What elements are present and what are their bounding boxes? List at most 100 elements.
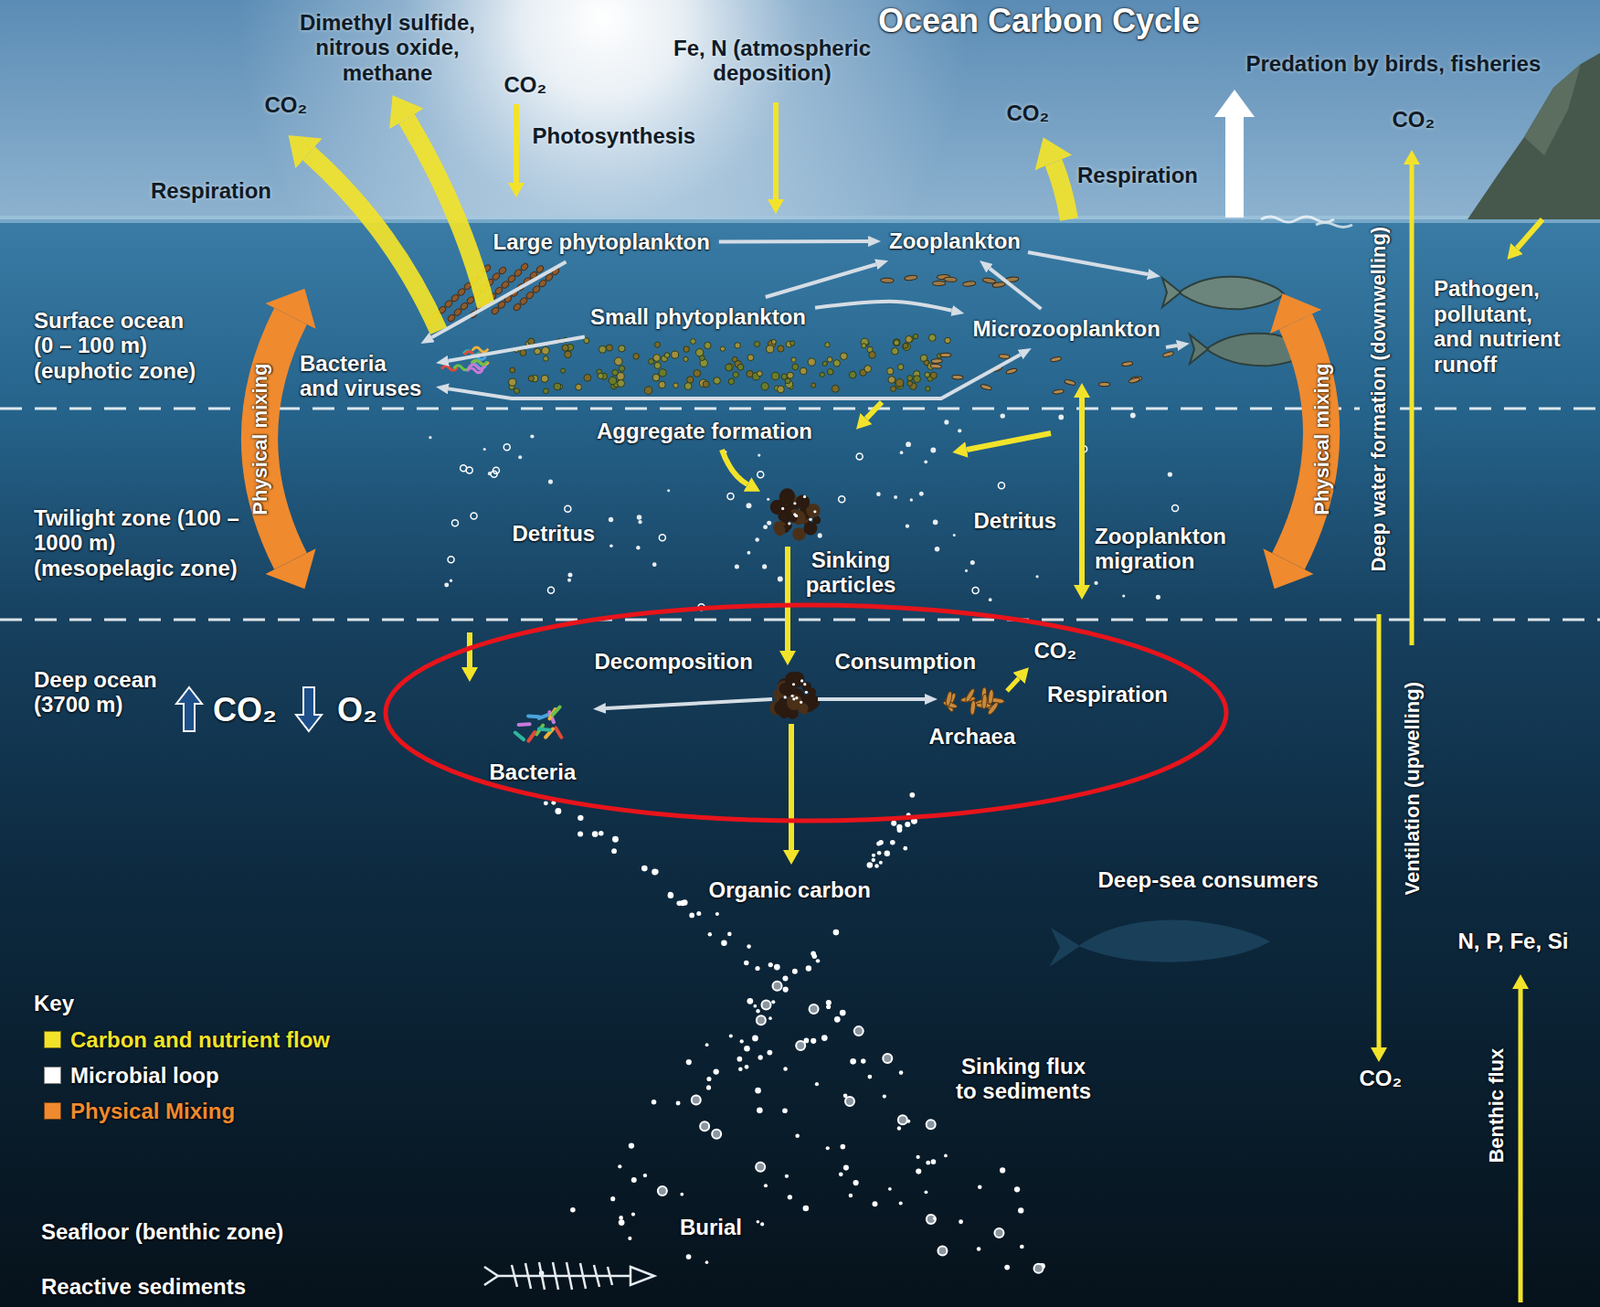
sinking-particle xyxy=(854,1026,864,1036)
organism-label: Zooplankton xyxy=(885,226,1025,256)
sinking-particle xyxy=(878,839,883,845)
decrease-arrow xyxy=(296,687,322,732)
aggregate-particle xyxy=(793,512,796,516)
sinking-particle xyxy=(715,911,720,916)
detritus-particle xyxy=(567,572,573,577)
legend-row: Physical Mixing xyxy=(43,1098,235,1124)
label-text: Burial xyxy=(679,1214,742,1240)
node-text: Bacteria and viruses xyxy=(299,350,428,402)
phytoplankton-cell xyxy=(895,378,904,387)
sinking-particle xyxy=(754,1087,762,1094)
sinking-particle xyxy=(699,1121,710,1131)
sinking-particle xyxy=(826,1145,830,1150)
sinking-particle xyxy=(651,1099,657,1105)
detritus-particle xyxy=(762,524,768,530)
sinking-particle xyxy=(627,1236,632,1240)
flux-label: CO₂ xyxy=(264,92,308,118)
phytoplankton-cell xyxy=(732,371,739,378)
phytoplankton-cell xyxy=(671,350,679,359)
legend-row: Carbon and nutrient flow xyxy=(43,1027,330,1053)
label-text: Deep water formation (downwelling) xyxy=(1366,225,1390,572)
flux-label: CO₂ xyxy=(1006,100,1050,127)
phytoplankton-cell xyxy=(658,369,667,377)
sinking-particle xyxy=(904,821,911,827)
phytoplankton-chain xyxy=(490,306,500,316)
bacteria-cell xyxy=(539,729,551,731)
sinking-particle xyxy=(943,1154,948,1158)
sinking-particle xyxy=(631,1176,637,1183)
phytoplankton-cell xyxy=(819,371,825,377)
phytoplankton-chain xyxy=(456,287,467,297)
sinking-particle xyxy=(810,1038,816,1044)
legend-swatch xyxy=(43,1101,62,1120)
sinking-particle xyxy=(787,1194,793,1199)
detritus-particle xyxy=(754,537,760,542)
circulation-label: Deep water formation (downwelling) xyxy=(1366,225,1390,572)
phytoplankton-cell xyxy=(898,363,904,370)
carbon-flow-arrow xyxy=(513,104,520,183)
gas-label: Dimethyl sulfide, nitrous oxide, methane xyxy=(289,10,487,86)
phytoplankton-cell xyxy=(654,341,660,348)
sinking-particle xyxy=(755,1162,765,1172)
detritus-particle xyxy=(1036,574,1039,578)
input-label: Pathogen, pollutant, and nutrient runoff xyxy=(1433,275,1571,377)
zone-label: Seafloor (benthic zone) xyxy=(41,1218,284,1245)
phytoplankton-cell xyxy=(807,358,816,366)
sinking-particle xyxy=(744,1064,750,1070)
sinking-particle xyxy=(834,1016,841,1023)
sinking-particle xyxy=(839,1009,847,1017)
phytoplankton-cell xyxy=(658,381,667,389)
sinking-particle xyxy=(803,1205,810,1212)
phytoplankton-chain xyxy=(498,265,508,276)
microzooplankton xyxy=(952,374,964,380)
fish xyxy=(1178,276,1284,309)
microzooplankton xyxy=(940,352,952,358)
sinking-particle xyxy=(795,1040,806,1050)
phytoplankton-cell xyxy=(822,360,827,366)
aggregate-particle xyxy=(797,702,809,714)
phytoplankton-cell xyxy=(509,367,516,373)
fish xyxy=(1189,334,1208,364)
phytoplankton-cell xyxy=(912,333,918,339)
detritus-particle xyxy=(856,453,863,460)
carbon-flow-arrow xyxy=(1518,988,1524,1303)
sinking-particle xyxy=(860,1058,866,1063)
phytoplankton-chain xyxy=(450,293,460,303)
sea-surface xyxy=(0,215,1600,223)
sinking-particle xyxy=(667,891,675,899)
phytoplankton-cell xyxy=(925,386,931,392)
detritus-particle xyxy=(943,419,949,424)
zooplankton xyxy=(962,280,975,287)
label-text: Sinking flux to sediments xyxy=(953,1053,1095,1104)
detritus-particle xyxy=(838,496,846,503)
detritus-particle xyxy=(483,447,487,451)
sinking-particle xyxy=(738,1066,743,1071)
zooplankton xyxy=(943,276,957,283)
phytoplankton-cell xyxy=(907,375,913,382)
phytoplankton-cell xyxy=(728,378,735,385)
sinking-particle xyxy=(877,850,882,856)
carbon-flow-arrow xyxy=(966,433,1051,450)
legend-swatch xyxy=(43,1066,62,1084)
aggregate-particle xyxy=(803,682,806,686)
microzooplankton xyxy=(1006,367,1018,375)
detritus-particle xyxy=(635,545,640,550)
phytoplankton-cell xyxy=(747,354,754,361)
node-text: Bacteria xyxy=(489,759,577,785)
detritus-particle xyxy=(487,471,492,476)
detritus-particle xyxy=(970,560,975,565)
sinking-particle xyxy=(1014,1186,1020,1192)
mixing-label: Physical mixing xyxy=(1310,362,1334,515)
detritus-particle xyxy=(727,492,734,499)
detritus-particle xyxy=(919,491,924,497)
sinking-particle xyxy=(756,1015,766,1025)
phytoplankton-cell xyxy=(575,383,583,391)
detritus-particle xyxy=(953,533,956,537)
deep-sea-whale xyxy=(1049,927,1081,967)
detritus-particle xyxy=(492,466,499,474)
label-text: Dimethyl sulfide, nitrous oxide, methane xyxy=(289,10,487,86)
detritus-particle xyxy=(503,444,510,451)
phytoplankton-chain xyxy=(500,280,510,290)
phytoplankton-cell xyxy=(826,369,834,376)
